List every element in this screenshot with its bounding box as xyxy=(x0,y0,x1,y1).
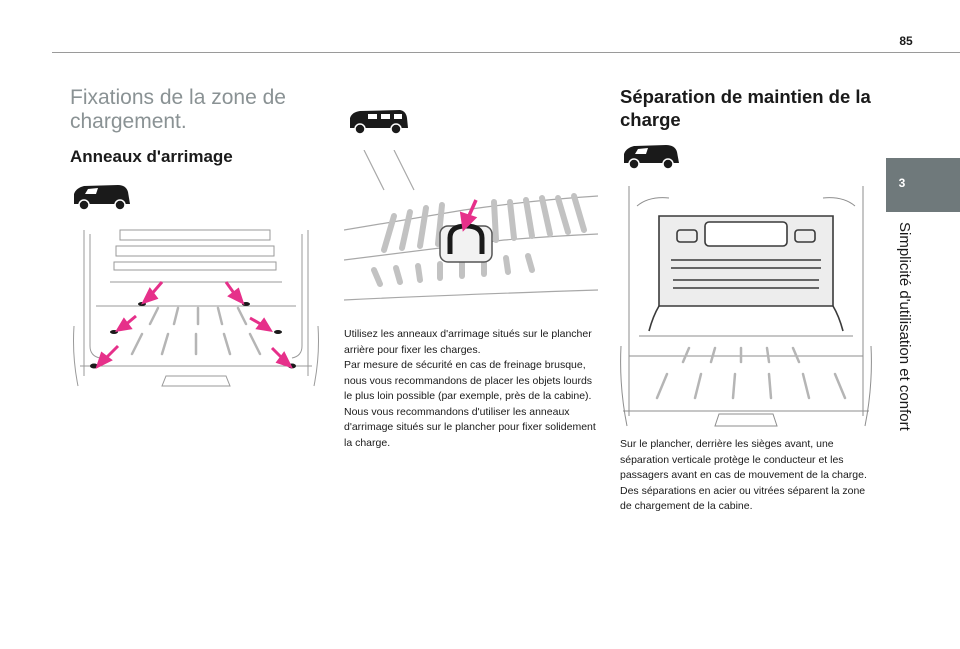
cargo-floor-illustration xyxy=(70,226,322,389)
right-paragraph: Des séparations en acier ou vitrées sépa… xyxy=(620,484,866,513)
van-icon xyxy=(74,185,130,211)
middle-paragraph: Utilisez les anneaux d'arrimage situés s… xyxy=(344,328,592,356)
section-title: Fixations de la zone de chargement. xyxy=(70,86,286,133)
header-rule xyxy=(52,52,960,53)
subsection-title: Anneaux d'arrimage xyxy=(70,147,233,166)
chapter-tab[interactable] xyxy=(886,158,960,212)
chapter-tab-number: 3 xyxy=(898,176,906,190)
section-heading: Séparation de maintien de la charge xyxy=(620,86,871,130)
middle-paragraph: Nous vous recommandons d'utiliser les an… xyxy=(344,405,596,449)
middle-body: Utilisez les anneaux d'arrimage situés s… xyxy=(344,327,600,451)
page-number: 85 xyxy=(899,34,913,48)
chapter-strip xyxy=(886,212,918,649)
tie-down-ring-illustration xyxy=(344,150,598,315)
right-body: Sur le plancher, derrière les sièges ava… xyxy=(620,437,876,515)
chapter-title: Simplicité d'utilisation et confort xyxy=(896,222,913,431)
middle-paragraph: Par mesure de sécurité en cas de freinag… xyxy=(344,359,593,402)
right-paragraph: Sur le plancher, derrière les sièges ava… xyxy=(620,438,867,481)
van-icon xyxy=(624,145,679,170)
minibus-icon xyxy=(350,110,408,135)
cargo-partition-illustration xyxy=(619,186,873,432)
